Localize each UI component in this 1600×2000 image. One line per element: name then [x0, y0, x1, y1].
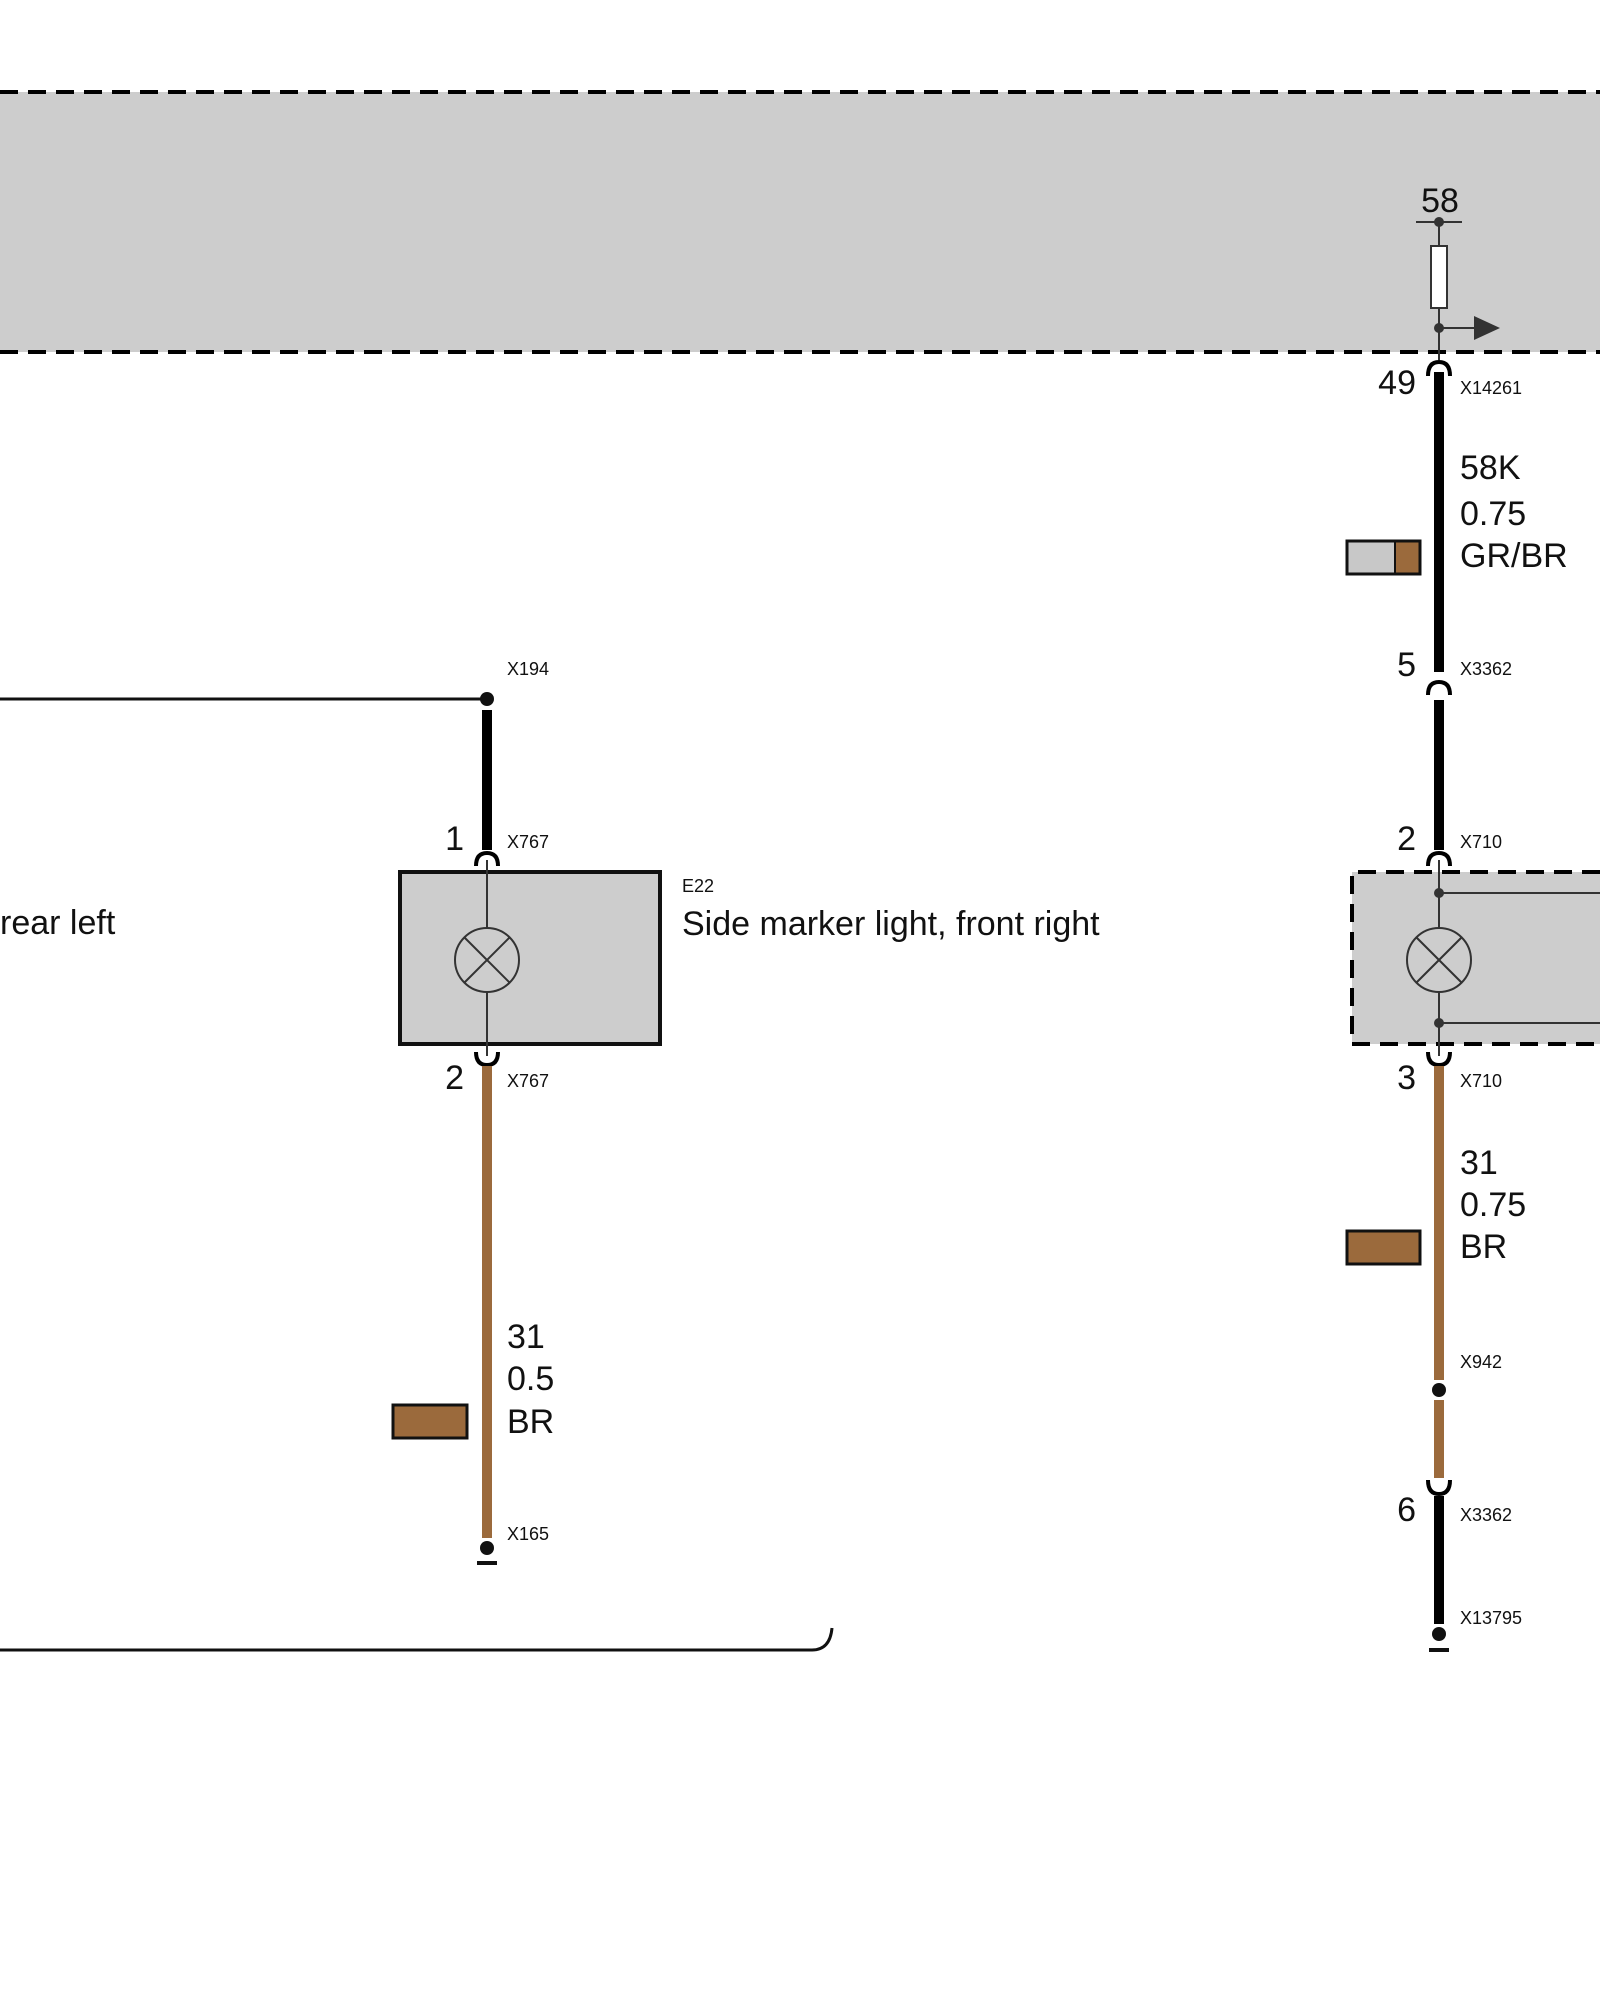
right-lamp-housing-border: [1350, 870, 1600, 1046]
e22-connector-bottom-icon: [474, 1051, 500, 1068]
lamp-connector-top-icon: [1426, 850, 1452, 867]
ground-x13795-label: X13795: [1460, 1608, 1522, 1628]
e22-wire-gauge: 0.5: [507, 1360, 554, 1398]
wire-58k-color-swatch: [1345, 539, 1422, 576]
wire-31-right-circuit: 31: [1460, 1144, 1498, 1182]
wire-58k-circuit: 58K: [1460, 449, 1521, 487]
e22-bulb-icon: [454, 927, 520, 993]
e22-pin-bottom-label: 2: [445, 1059, 464, 1097]
ground-x165-label: X165: [507, 1524, 549, 1544]
wire-58k-gauge: 0.75: [1460, 495, 1526, 533]
lamp-conn-bottom-label: X710: [1460, 1071, 1502, 1091]
inline-6-connector-icon: [1426, 1479, 1452, 1497]
lamp-pin-top-label: 2: [1397, 820, 1416, 858]
terminal-58-label: 58: [1421, 182, 1459, 220]
lamp-pin-bottom-label: 3: [1397, 1059, 1416, 1097]
e22-id-label: E22: [682, 876, 714, 896]
right-lamp-bulb-icon: [1406, 927, 1472, 993]
output-49-connector-icon: [1426, 359, 1452, 377]
branch-arrow-icon: [1474, 316, 1500, 340]
output-pin-49-label: 49: [1378, 364, 1416, 402]
lamp-connector-bottom-icon: [1426, 1051, 1452, 1068]
rear-left-label: rear left: [0, 904, 116, 942]
inline-pin-5-label: 5: [1397, 646, 1416, 684]
ground-x13795-node: [1432, 1627, 1446, 1641]
wire-58k-color: GR/BR: [1460, 537, 1568, 575]
splice-x942-node: [1432, 1383, 1446, 1397]
e22-wire-color-swatch: [391, 1403, 469, 1440]
e22-connector-top-icon: [474, 850, 500, 867]
splice-x194-label: X194: [507, 659, 549, 679]
e22-lamp-housing: [398, 870, 662, 1046]
splice-x194-node: [480, 692, 494, 706]
inline-pin-6-label: 6: [1397, 1491, 1416, 1529]
e22-pin-top-label: 1: [445, 820, 464, 858]
inline-conn-b-label: X3362: [1460, 1505, 1512, 1525]
e22-name-label: Side marker light, front right: [682, 905, 1100, 943]
e22-conn-bottom-label: X767: [507, 1071, 549, 1091]
lamp-conn-top-label: X710: [1460, 832, 1502, 852]
e22-conn-top-label: X767: [507, 832, 549, 852]
control-unit-block: [0, 92, 1600, 352]
wire-31-right-color: BR: [1460, 1228, 1507, 1266]
inline-5-connector-icon: [1426, 679, 1452, 696]
e22-wire-circuit: 31: [507, 1318, 545, 1356]
fuse-icon: [1430, 245, 1448, 309]
splice-x942-label: X942: [1460, 1352, 1502, 1372]
e22-wire-color: BR: [507, 1403, 554, 1441]
ground-x165-node: [480, 1541, 494, 1555]
group-bracket: [0, 1627, 834, 1652]
inline-conn-a-label: X3362: [1460, 659, 1512, 679]
output-conn-label: X14261: [1460, 378, 1522, 398]
wire-31-right-gauge: 0.75: [1460, 1186, 1526, 1224]
right-lamp-housing: [1352, 872, 1600, 1044]
wire-31-right-color-swatch: [1345, 1229, 1422, 1266]
